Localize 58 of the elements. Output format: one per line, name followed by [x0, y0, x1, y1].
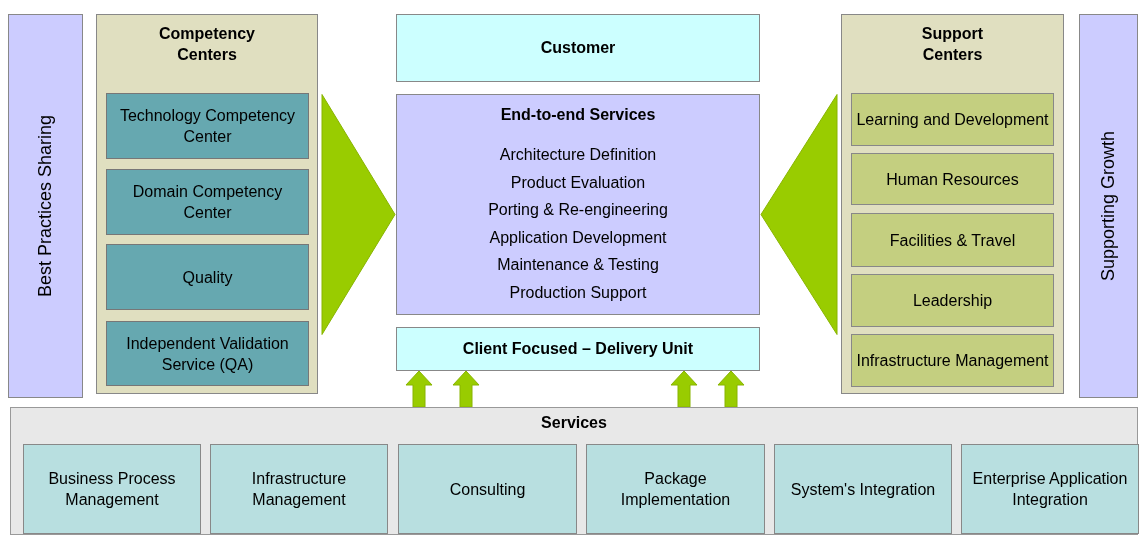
support-box: [851, 274, 1054, 327]
service-item: Product Evaluation: [510, 172, 646, 193]
box-label: System's Integration: [790, 479, 936, 500]
service-item: Production Support: [509, 282, 647, 303]
band-label: Supporting Growth: [1097, 130, 1119, 282]
center-box: [106, 321, 309, 386]
box-label: Quality: [182, 267, 233, 288]
box-label: Domain Competency Center: [131, 182, 284, 223]
block-arrow: [670, 370, 698, 408]
box-label: Facilities & Travel: [889, 230, 1016, 251]
service-item: Porting & Re-engineering: [488, 200, 668, 220]
vertical-band: [8, 14, 83, 398]
box-label: Infrastructure Management: [250, 469, 348, 510]
vertical-band: [1079, 14, 1138, 398]
group-panel: [841, 14, 1064, 394]
services-box: [396, 94, 760, 315]
header-box: [396, 327, 760, 371]
support-box: [851, 93, 1054, 146]
group-panel: [96, 14, 318, 394]
block-arrow: [321, 94, 396, 335]
support-box: [851, 153, 1054, 205]
box-label: Learning and Development: [856, 110, 1049, 130]
support-box: [851, 334, 1054, 387]
group-heading: Support Centers: [920, 24, 985, 65]
block-arrow: [717, 370, 745, 408]
service-item: Architecture Definition: [499, 145, 657, 165]
block-arrow: [760, 94, 838, 335]
box-label: Client Focused – Delivery Unit: [462, 339, 694, 359]
service-box: [23, 444, 201, 534]
header-box: [396, 14, 760, 82]
box-heading: End-to-end Services: [500, 105, 656, 125]
service-item: Maintenance & Testing: [497, 255, 659, 275]
box-label: Enterprise Application Integration: [971, 469, 1129, 510]
center-box: [106, 93, 309, 159]
box-label: Leadership: [912, 291, 993, 311]
service-box: [398, 444, 577, 534]
box-label: Technology Competency Center: [118, 106, 297, 147]
center-box: [106, 169, 309, 235]
box-label: Business Process Management: [47, 469, 177, 510]
services-panel: [10, 407, 1138, 535]
band-label: Best Practices Sharing: [34, 114, 56, 298]
service-box: [961, 444, 1139, 534]
block-arrow: [452, 370, 480, 408]
box-label: Package Implementation: [619, 469, 732, 510]
box-label: Customer: [540, 38, 616, 58]
group-heading: Competency Centers: [158, 24, 256, 65]
service-box: [210, 444, 388, 534]
support-box: [851, 213, 1054, 267]
box-label: Consulting: [449, 479, 526, 500]
block-arrow: [405, 370, 433, 408]
group-heading: Services: [540, 413, 608, 433]
service-box: [774, 444, 952, 534]
service-box: [586, 444, 765, 534]
box-label: Independent Validation Service (QA): [125, 333, 290, 375]
box-label: Human Resources: [886, 169, 1019, 190]
box-label: Infrastructure Management: [856, 351, 1049, 371]
center-box: [106, 244, 309, 310]
service-item: Application Development: [489, 227, 667, 248]
